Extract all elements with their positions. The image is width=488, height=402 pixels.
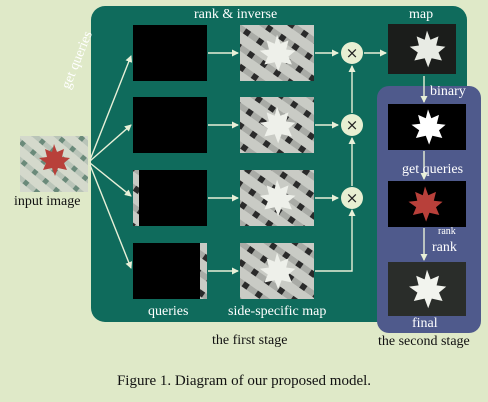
rank-small-label: rank <box>438 226 456 237</box>
binary-map <box>388 104 466 150</box>
figure-caption: Figure 1. Diagram of our proposed model. <box>116 373 372 389</box>
multiply-node-2: × <box>341 114 363 136</box>
combine-arrows <box>315 49 387 272</box>
rank-inverse-label: rank & inverse <box>194 7 278 22</box>
second-stage-label: the second stage <box>378 334 470 349</box>
query-image-top <box>133 25 207 81</box>
side-map-bottom <box>240 97 314 153</box>
input-image <box>20 136 88 192</box>
get-queries-second-label: get queries <box>402 162 464 177</box>
combined-map <box>388 24 456 74</box>
side-map-top <box>240 25 314 81</box>
second-query-image <box>388 181 466 227</box>
final-map <box>388 262 466 316</box>
multiply-node-3: × <box>341 187 363 209</box>
side-map-right <box>240 243 314 299</box>
side-map-left <box>240 170 314 226</box>
fan-out-arrows <box>89 55 133 269</box>
final-label: final <box>412 316 438 331</box>
side-specific-map-label: side-specific map <box>228 304 327 319</box>
svg-text:×: × <box>346 44 359 62</box>
svg-text:×: × <box>346 189 359 207</box>
query-image-left <box>133 170 207 226</box>
queries-label: queries <box>148 304 189 319</box>
svg-text:×: × <box>346 116 359 134</box>
binary-label: binary <box>430 84 466 99</box>
query-image-right <box>133 243 207 299</box>
input-image-label: input image <box>14 194 81 209</box>
rank-arrows <box>208 49 239 275</box>
first-stage-label: the first stage <box>212 333 288 348</box>
query-image-bottom <box>133 97 207 153</box>
multiply-node-1: × <box>341 42 363 64</box>
rank-label: rank <box>432 240 457 255</box>
map-label: map <box>409 7 434 22</box>
